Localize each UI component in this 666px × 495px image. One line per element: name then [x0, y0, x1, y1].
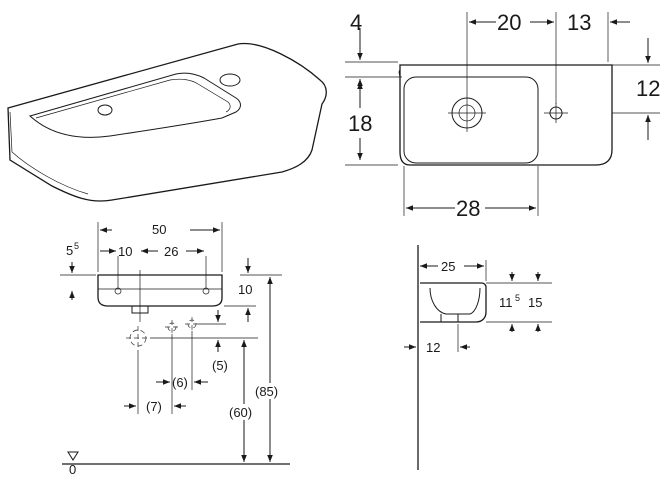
dim-overflow-115: 11: [499, 295, 513, 310]
dim-waste-5: (5): [212, 358, 228, 373]
dim-right-edge-13: 13: [567, 10, 591, 35]
dim-rim-15: 15: [528, 295, 542, 310]
floor-label: 0: [69, 462, 76, 477]
dim-height-18: 18: [348, 111, 372, 136]
dim-wall-12: 12: [426, 340, 440, 355]
dim-height-85: (85): [255, 384, 278, 399]
drain-hole-icon: [97, 104, 113, 116]
dim-waste-6: (6): [172, 375, 188, 390]
floor-marker-icon: [67, 451, 79, 461]
dim-projection-25: 25: [441, 259, 455, 274]
dim-height-60: (60): [229, 405, 252, 420]
dim-rim-55-sup: 5: [74, 241, 79, 251]
dim-overflow-115-sup: 5: [515, 293, 520, 303]
dim-width-50: 50: [152, 222, 166, 237]
dim-rim-55: 5: [66, 243, 73, 258]
sink-top-view: 4 20 13 12 18 28: [345, 10, 660, 221]
sink-perspective-view: [7, 42, 327, 202]
dim-depth-10: 10: [238, 282, 252, 297]
dim-center-span-26: 26: [164, 244, 178, 259]
tap-hole-icon: [219, 73, 241, 87]
dim-width-28: 28: [456, 196, 480, 221]
sink-side-view: 25 11 5 15 12: [404, 245, 552, 470]
dim-right-height-12: 12: [636, 76, 660, 101]
dim-left-offset-10: 10: [118, 244, 132, 259]
sink-front-view: 50 5 5 10 26 10 (5) (6) (7) (60) (85): [60, 222, 290, 477]
dim-waste-7: (7): [146, 399, 162, 414]
dim-top-4: 4: [350, 10, 362, 35]
dim-tap-offset-20: 20: [497, 10, 521, 35]
